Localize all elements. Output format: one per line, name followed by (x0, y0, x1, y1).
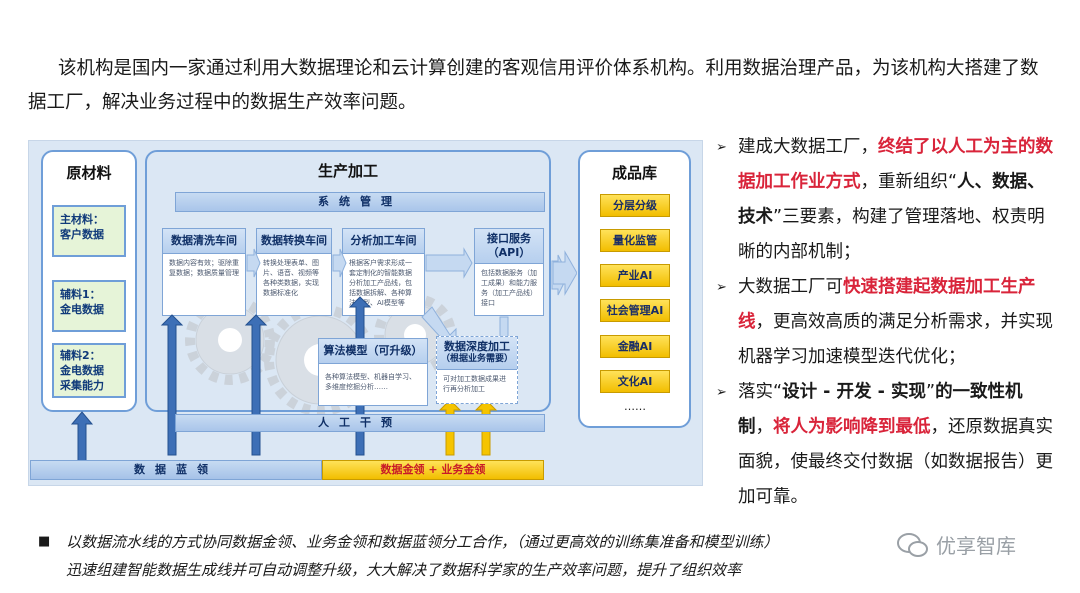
arrow-bullet-icon: ➢ (716, 280, 727, 295)
workshop-desc: 数据内容有效；驱除重复数据；数据质量管理 (169, 259, 239, 277)
raw-item-aux1: 辅料1： 金电数据 (52, 280, 126, 332)
raw-item-aux2: 辅料2： 金电数据 采集能力 (52, 343, 126, 398)
finished-products-title: 成品库 (611, 164, 657, 182)
bullet-text-segment: 建成大数据工厂， (738, 137, 878, 157)
production-panel (145, 150, 551, 412)
bullet-text-segment: 人、数据、技术 (738, 172, 1045, 227)
bullet-text-segment: 快速搭建起数据加工生产线 (738, 277, 1036, 332)
bullet-item: ➢ 落实“设计 - 开发 - 实现”的一致性机制，将人为影响降到最低，还原数据真实… (716, 375, 1056, 515)
right-arrow-icon (553, 250, 577, 296)
deep-processing-box: 数据深度加工 （根据业务需要） 可对加工数据成果进行再分析加工 (436, 336, 518, 404)
product-item: 产业AI (600, 264, 670, 287)
bullet-text-segment: ” (925, 382, 936, 402)
deep-processing-header: 数据深度加工 （根据业务需要） (437, 337, 517, 370)
watermark: 优享智库 (896, 530, 1016, 559)
human-intervention-bar: 人工干预 (175, 414, 545, 432)
wechat-icon (897, 532, 928, 557)
data-gold-collar-bar: 数据金领 + 业务金领 (322, 460, 544, 480)
arrow-bullet-icon: ➢ (716, 140, 727, 155)
raw-item-value: 金电数据 (60, 303, 104, 316)
bullets-container: ➢建成大数据工厂，终结了以人工为主的数据加工作业方式，重新组织“人、数据、技术”… (716, 130, 1056, 515)
raw-item-value: 客户数据 (60, 228, 104, 241)
workshop-title: 接口服务（API） (475, 229, 543, 264)
arrow-bullet-icon: ➢ (716, 385, 727, 400)
raw-item-label: 辅料1： (60, 288, 101, 301)
raw-item-main: 主材料： 客户数据 (52, 205, 126, 257)
workshop-title: 数据清洗车间 (163, 229, 245, 254)
product-item: 分层分级 (600, 194, 670, 217)
bullet-text-segment: ”三要素，构建了管理落地、权责明晰的内部机制； (738, 207, 1045, 262)
bullet-text-segment: ， (755, 417, 774, 437)
intro-paragraph: 该机构是国内一家通过利用大数据理论和云计算创建的客观信用评价体系机构。利用数据治… (28, 52, 1068, 120)
bullet-text: 建成大数据工厂，终结了以人工为主的数据加工作业方式，重新组织“人、数据、技术”三… (738, 130, 1056, 270)
product-more: …… (624, 400, 646, 413)
algorithm-model-box: 算法模型（可升级） 各种算法模型、机器自学习、多维度挖掘分析…… (318, 338, 428, 406)
intro-line-2: 据工厂，解决业务过程中的数据生产效率问题。 (28, 92, 417, 113)
bullet-item: ➢ 建成大数据工厂，终结了以人工为主的数据加工作业方式，重新组织“人、数据、技术”… (716, 130, 1056, 270)
workshop-api: 接口服务（API） 包括数据服务（加工成果）和能力服务（加工产品线）接口 (474, 228, 544, 316)
workshop-title: 分析加工车间 (343, 229, 424, 254)
deep-processing-desc: 可对加工数据成果进行再分析加工 (443, 375, 506, 393)
product-item: 量化监管 (600, 229, 670, 252)
footer-line-2: 迅速组建智能数据生成线并可自动调整升级，大大解决了数据科学家的生产效率问题，提升… (66, 561, 742, 579)
intro-line-1: 该机构是国内一家通过利用大数据理论和云计算创建的客观信用评价体系机构。利用数据治… (58, 58, 1039, 79)
deep-processing-sub: （根据业务需要） (440, 354, 513, 364)
bullet-text-segment: ，更高效高质的满足分析需求，并实现机器学习加速模型迭代优化； (738, 312, 1053, 367)
bullet-text-segment: 落实“ (738, 382, 783, 402)
footer-note: 以数据流水线的方式协同数据金领、业务金领和数据蓝领分工合作，（通过更高效的训练集… (66, 528, 886, 584)
bullet-item: ➢ 大数据工厂可快速搭建起数据加工生产线，更高效高质的满足分析需求，并实现机器学… (716, 270, 1056, 375)
raw-materials-title: 原材料 (66, 164, 112, 182)
product-item: 金融AI (600, 335, 670, 358)
watermark-text: 优享智库 (936, 534, 1016, 558)
bullet-text-segment: 大数据工厂可 (738, 277, 843, 297)
workshop-desc: 包括数据服务（加工成果）和能力服务（加工产品线）接口 (481, 269, 537, 307)
bullet-list: ➢建成大数据工厂，终结了以人工为主的数据加工作业方式，重新组织“人、数据、技术”… (716, 130, 1056, 515)
workshop-cleaning: 数据清洗车间 数据内容有效；驱除重复数据；数据质量管理 (162, 228, 246, 316)
product-item: 社会管理AI (600, 299, 670, 322)
bullet-text-segment: ，还原数据真实面貌，使最终交付数据（如数据报告）更加可靠。 (738, 417, 1053, 507)
bullet-text: 大数据工厂可快速搭建起数据加工生产线，更高效高质的满足分析需求，并实现机器学习加… (738, 270, 1056, 375)
footer-line-1: 以数据流水线的方式协同数据金领、业务金领和数据蓝领分工合作，（通过更高效的训练集… (66, 533, 779, 551)
workshop-desc: 根据客户需求形成一套定制化的智能数据分析加工产品线，包括数据拆解、各种算法模型、… (349, 259, 412, 307)
bullet-text-segment: 的一致性机制 (738, 382, 1023, 437)
bullet-text-segment: 设计 - 开发 - 实现 (782, 382, 926, 402)
raw-item-value: 金电数据 (60, 364, 104, 377)
bullet-text: 落实“设计 - 开发 - 实现”的一致性机制，将人为影响降到最低，还原数据真实面… (738, 375, 1056, 515)
raw-item-label: 主材料： (60, 213, 104, 226)
system-management-bar: 系统管理 (175, 192, 545, 212)
workshop-desc: 转换处理表单、图片、语音、视频等各种类数据，实现数据标准化 (263, 259, 319, 297)
deep-processing-title: 数据深度加工 (444, 340, 510, 353)
bullet-text-segment: ，重新组织“ (860, 172, 958, 192)
raw-item-value-2: 采集能力 (60, 379, 104, 392)
bullet-text-segment: 将人为影响降到最低 (773, 417, 931, 437)
data-blue-collar-bar: 数据蓝领 (30, 460, 322, 480)
algorithm-model-title: 算法模型（可升级） (319, 339, 427, 364)
square-bullet-icon: ■ (38, 534, 51, 549)
algorithm-model-desc: 各种算法模型、机器自学习、多维度挖掘分析…… (325, 373, 416, 391)
up-arrow-icon (70, 411, 94, 462)
product-item: 文化AI (600, 370, 670, 393)
workshop-title: 数据转换车间 (257, 229, 331, 254)
production-title: 生产加工 (317, 162, 378, 180)
bullet-text-segment: 终结了以人工为主的数据加工作业方式 (738, 137, 1053, 192)
raw-item-label: 辅料2： (60, 349, 101, 362)
